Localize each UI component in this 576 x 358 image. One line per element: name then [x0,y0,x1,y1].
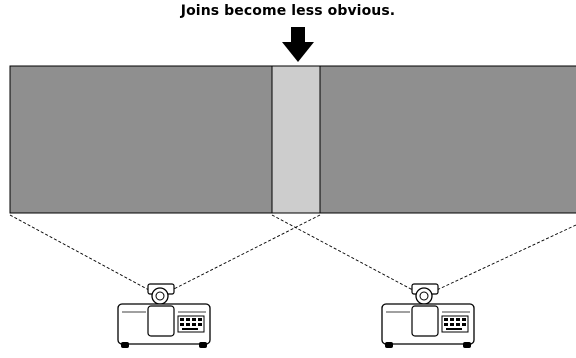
right-projector-beam-right [423,224,576,297]
down-arrow-icon [282,27,314,62]
right-projector-beam-left [271,214,425,297]
projector-icon [381,283,475,348]
projection-screen [9,65,576,214]
left-projector-beam-right [159,214,321,297]
left-projector-beam-left [9,214,161,297]
projection-lines [9,214,576,297]
screen-outline [9,65,576,214]
right-image-area [320,66,576,213]
projector-icon [117,283,211,348]
overlap-region [272,66,320,213]
left-image-area [10,66,272,213]
caption-text: Joins become less obvious. [180,3,396,19]
